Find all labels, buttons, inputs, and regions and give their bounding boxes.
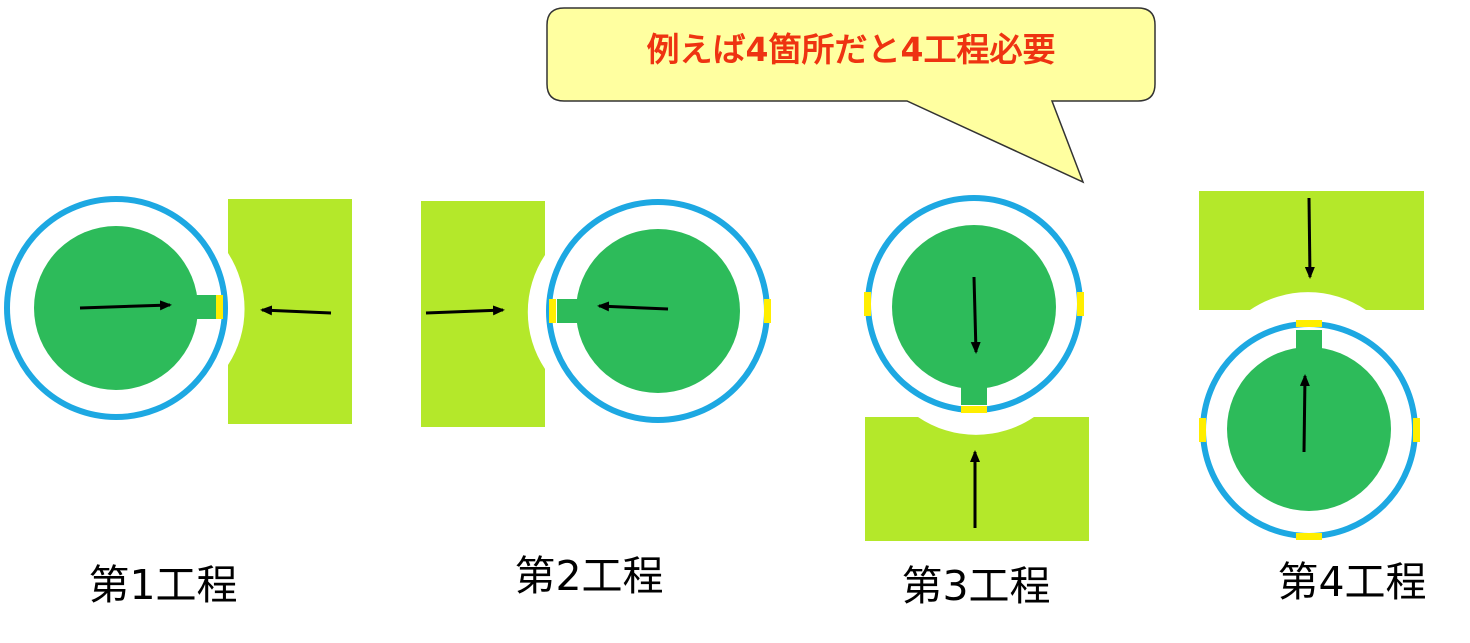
arrow-down — [970, 276, 981, 354]
joint-marker — [864, 292, 871, 316]
joint-marker — [1296, 533, 1322, 540]
die-bottom — [865, 417, 1089, 541]
core-disk — [576, 229, 740, 393]
step-2 — [421, 199, 771, 427]
arrow-down — [1304, 197, 1315, 279]
step-4 — [1199, 191, 1424, 540]
die-top — [1199, 191, 1424, 310]
core-disk — [1227, 347, 1391, 511]
callout: 例えば4箇所だと4工程必要 — [546, 7, 1156, 184]
arrow-up — [1299, 374, 1310, 453]
joint-marker — [549, 299, 556, 323]
outer-ring — [4, 196, 228, 420]
step-4-label: 第4工程 — [1277, 558, 1426, 606]
core-tab — [1296, 330, 1322, 353]
callout-text: 例えば4箇所だと4工程必要 — [647, 30, 1056, 69]
step-1-label: 第1工程 — [88, 561, 237, 609]
callout-bubble — [546, 7, 1156, 184]
arrow-right — [79, 300, 172, 311]
core-tab — [961, 382, 987, 405]
step-3 — [864, 195, 1089, 541]
joint-marker — [216, 295, 223, 319]
joint-marker — [764, 299, 771, 323]
joint-marker — [1413, 418, 1420, 442]
arrow-right — [425, 305, 505, 316]
core-tab — [557, 299, 581, 323]
step-3-label: 第3工程 — [901, 562, 1050, 610]
step-2-label: 第2工程 — [514, 552, 663, 600]
core-tab — [192, 295, 216, 319]
joint-marker — [961, 406, 987, 413]
joint-marker — [1296, 320, 1322, 327]
step-1 — [4, 196, 352, 424]
die-left — [421, 201, 545, 427]
arrow-left — [597, 301, 669, 312]
arrow-left — [260, 305, 332, 316]
joint-marker — [1077, 292, 1084, 316]
joint-marker — [1199, 418, 1206, 442]
